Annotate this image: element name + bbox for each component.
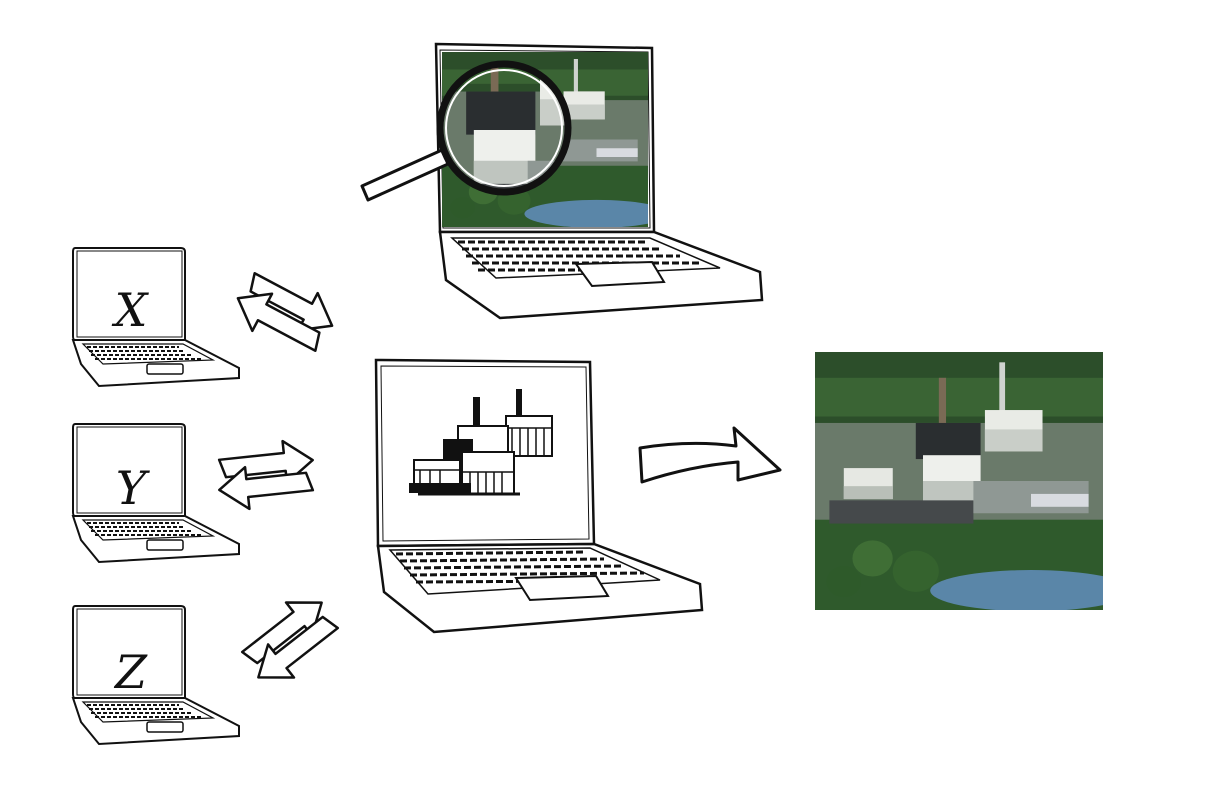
laptop-z: Z xyxy=(72,605,240,745)
bidirectional-arrow-icon xyxy=(231,583,349,697)
forward-arrow-icon xyxy=(638,426,782,484)
laptop-x: X xyxy=(72,247,240,387)
bidirectional-arrow-icon xyxy=(213,436,319,514)
laptop-x-label: X xyxy=(112,283,150,337)
magnifier-icon xyxy=(360,60,572,202)
plant-line-drawing xyxy=(409,389,553,496)
bidirectional-arrow-icon xyxy=(226,259,344,365)
laptop-y: Y xyxy=(72,423,240,563)
laptop-center-sketch xyxy=(374,358,704,634)
laptop-z-label: Z xyxy=(113,645,148,699)
laptop-y-label: Y xyxy=(116,461,151,515)
plant-photo-result xyxy=(815,352,1103,610)
